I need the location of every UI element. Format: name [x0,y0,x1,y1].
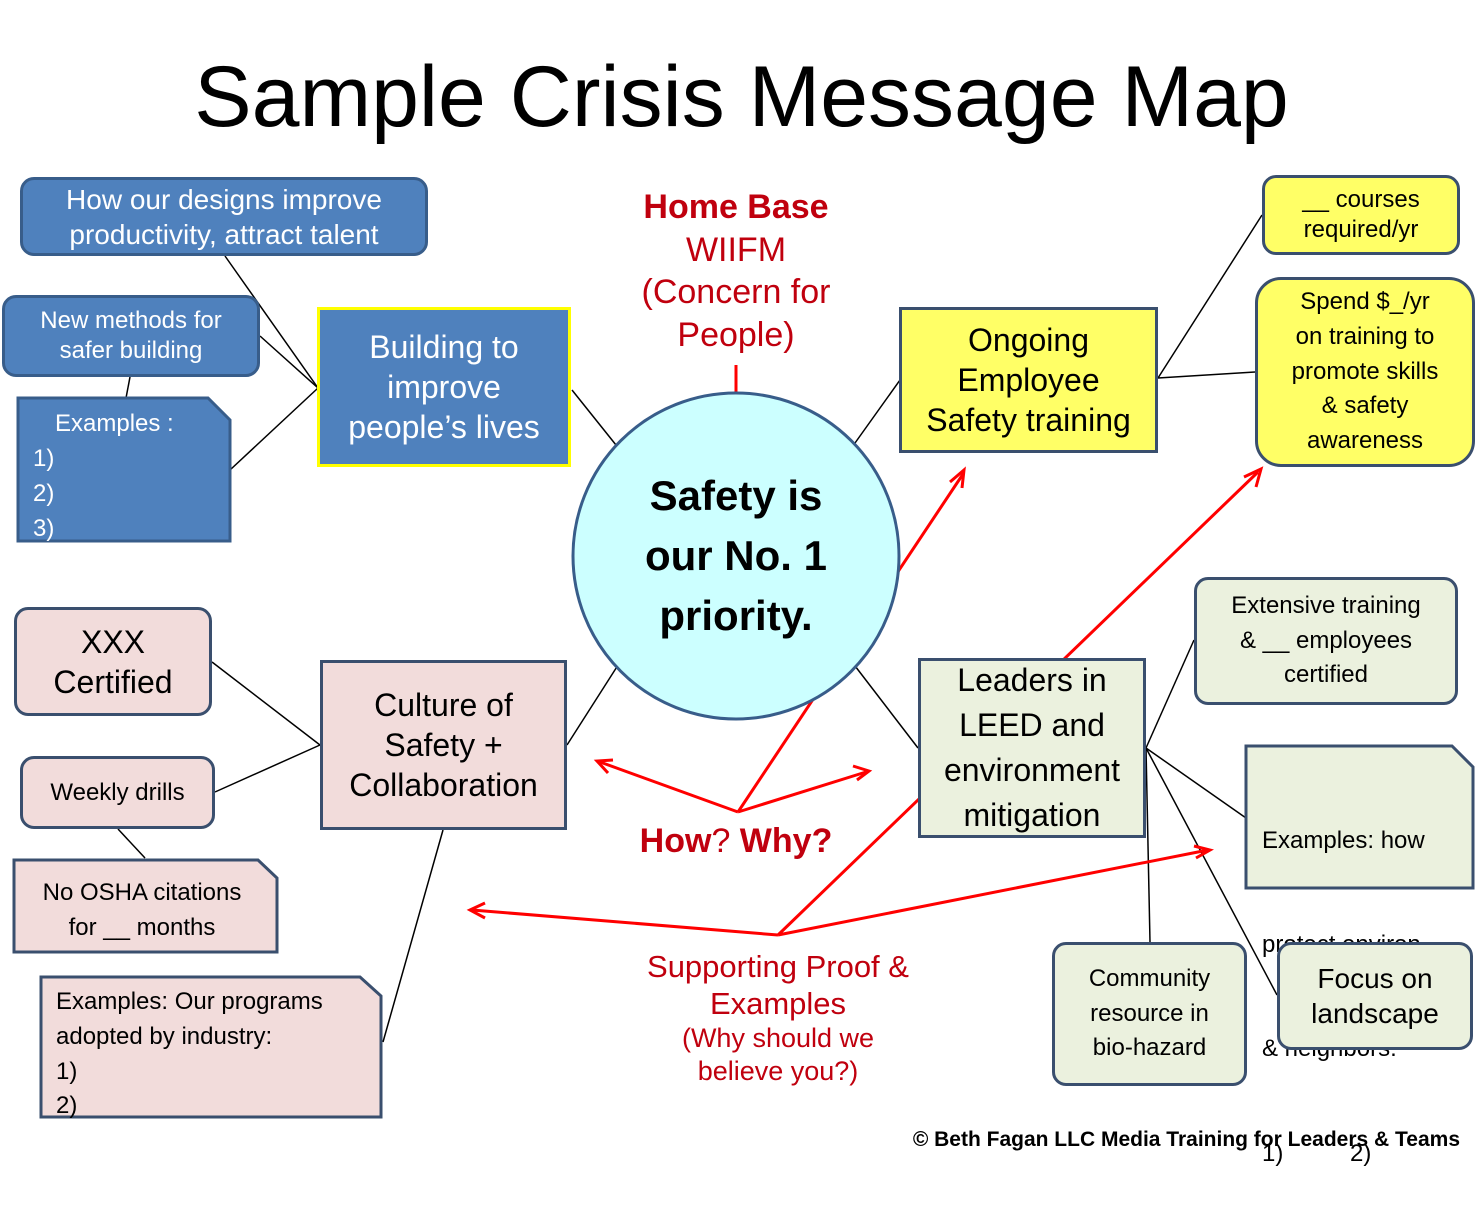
topic-leed: Leaders in LEED and environment mitigati… [918,658,1146,838]
proof-courses: __ courses required/yr [1262,175,1460,255]
page-title: Sample Crisis Message Map [194,49,1289,145]
proof-drills: Weekly drills [20,756,215,829]
proof-designs: How our designs improve productivity, at… [20,177,428,256]
connector-lines [12,214,1475,1119]
proof-certified: XXX Certified [14,607,212,716]
core-message: Safety is our No. 1 priority. [644,471,827,640]
proof-examples-blue: Examples : 1) 2) 3) [33,410,174,543]
topic-training: Ongoing Employee Safety training [899,307,1158,453]
topic-culture: Culture of Safety + Collaboration [320,660,567,830]
proof-community: Community resource in bio-hazard [1052,942,1247,1086]
proof-osha: No OSHA citations for __ months [42,879,242,941]
proof-methods: New methods for safer building [2,295,260,377]
examples-blue-shape [16,396,232,543]
home-base-label: Home Base WIIFM (Concern for People) [641,188,831,354]
proof-programs: Examples: Our programs adopted by indust… [56,988,323,1120]
proof-spend: Spend $_/yr on training to promote skill… [1255,277,1475,467]
center-circle [571,391,901,721]
environ-shape [1244,744,1475,890]
copyright-footer: © Beth Fagan LLC Media Training for Lead… [912,1128,1460,1151]
proof-extensive: Extensive training & __ employees certif… [1194,577,1458,705]
programs-shape [39,975,383,1119]
how-why-label: How? Why? [639,822,833,860]
osha-shape [12,858,279,954]
supporting-proof-label: Supporting Proof & Examples (Why should … [647,949,909,1086]
topic-building: Building to improve people’s lives [317,307,571,467]
proof-landscape: Focus on landscape [1277,942,1473,1050]
